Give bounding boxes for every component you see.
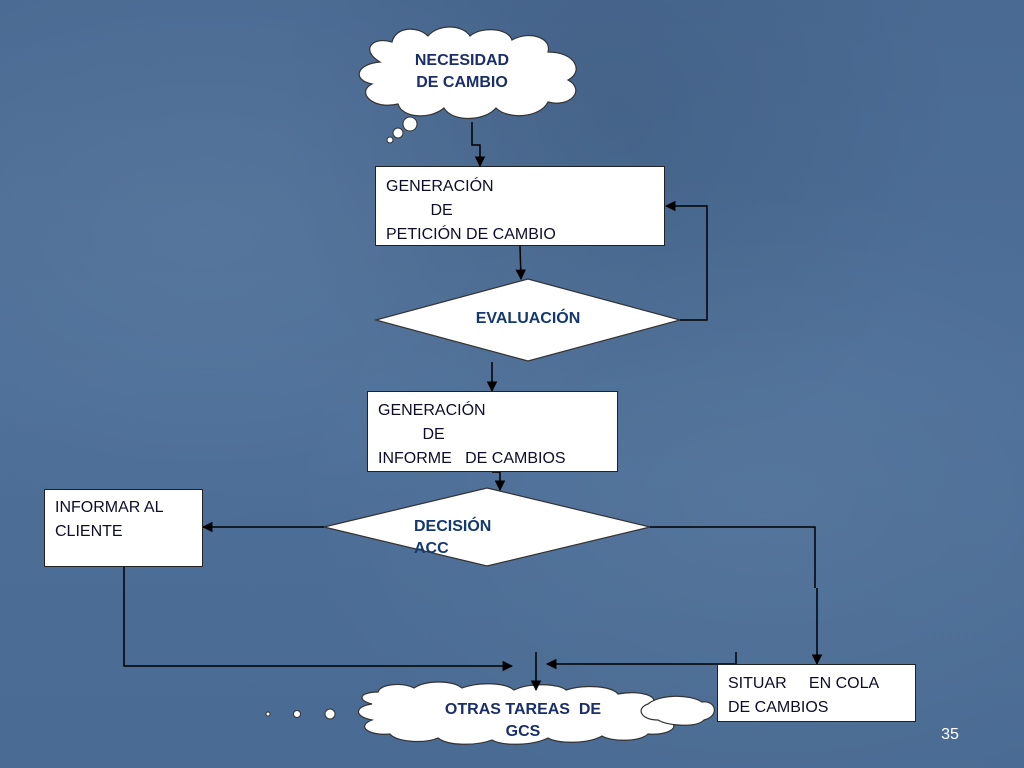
connector-peticion-to-evaluacion	[515, 245, 526, 281]
thought-cloud-necesidad	[358, 26, 577, 144]
evaluacion-label: EVALUACIÓN	[475, 310, 581, 327]
informar-cliente-label: INFORMAR AL CLIENTE	[55, 499, 164, 540]
page-number: 35	[941, 726, 959, 743]
connector-decision-to-cola	[650, 526, 816, 588]
connector-informe-to-decision	[492, 471, 506, 492]
informar-cliente-box: INFORMAR AL CLIENTE	[44, 489, 203, 567]
connector-cliente-to-otras	[123, 567, 514, 672]
thought-cloud-otras-tareas	[265, 681, 715, 745]
generacion-informe-box: GENERACIÓN DE INFORME DE CAMBIOS	[367, 391, 618, 472]
necesidad-label: NECESIDAD DE CAMBIO	[414, 52, 510, 91]
generacion-peticion-label: GENERACIÓN DE PETICIÓN DE CAMBIO	[386, 178, 556, 243]
otras-tareas-label: OTRAS TAREAS DE GCS	[444, 701, 602, 740]
situar-cola-label: SITUAR EN COLA DE CAMBIOS	[728, 675, 880, 716]
connector-cola-to-otras	[545, 652, 737, 670]
connector-evaluacion-loop	[664, 200, 708, 321]
generacion-informe-label: GENERACIÓN DE INFORME DE CAMBIOS	[378, 402, 566, 467]
situar-cola-box: SITUAR EN COLA DE CAMBIOS	[717, 664, 916, 722]
decision-label: DECISIÓN ACC	[414, 518, 492, 557]
generacion-peticion-box: GENERACIÓN DE PETICIÓN DE CAMBIO	[375, 166, 665, 246]
connector-necesidad-to-peticion	[471, 122, 486, 168]
